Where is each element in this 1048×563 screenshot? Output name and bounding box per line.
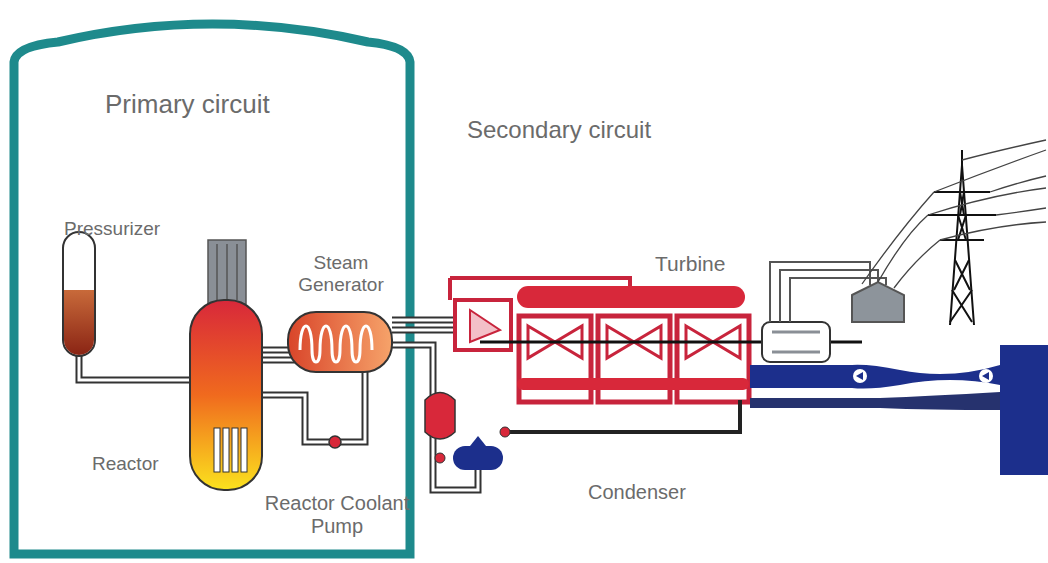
part-label: Steam Generator [290, 252, 392, 296]
generator [762, 322, 830, 362]
steam-generator [288, 312, 392, 372]
part-label: Reactor [92, 453, 159, 475]
heading-label: Secondary circuit [467, 116, 651, 144]
heading-label: Primary circuit [105, 90, 270, 120]
feedwater-heater [425, 393, 455, 440]
part-label: Pressurizer [64, 218, 160, 240]
coolant-pump [329, 436, 341, 448]
cooling-source [1000, 345, 1048, 475]
condenser [453, 446, 503, 470]
part-label: Condenser [588, 481, 686, 504]
part-label: Reactor Coolant Pump [262, 492, 412, 538]
part-label: Turbine [655, 252, 725, 276]
transformer [852, 282, 904, 322]
pylon [928, 150, 996, 325]
reactor-vessel [190, 300, 262, 490]
steam-header [517, 286, 745, 308]
control-rod-drive [208, 240, 246, 304]
containment [14, 24, 410, 554]
pressurizer [63, 232, 95, 356]
